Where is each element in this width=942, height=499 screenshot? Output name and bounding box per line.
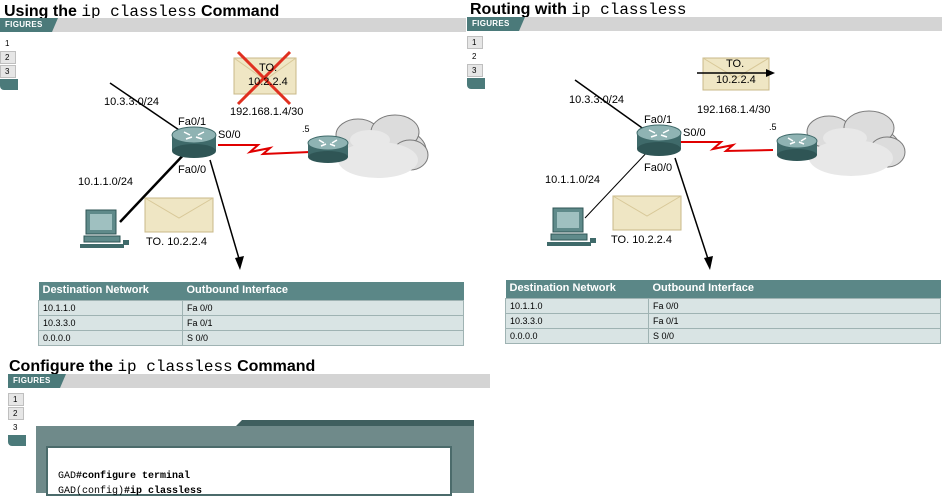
routing-table-header: Destination Network Outbound Interface (38, 282, 464, 300)
packet-path-arrow (674, 157, 710, 263)
figure-number-tabs: 1 2 3 (0, 37, 18, 90)
figure-tabs-end (8, 435, 26, 446)
arrow-head-icon (235, 256, 244, 270)
fa0-network-label: 10.1.1.0/24 (78, 176, 134, 188)
packet-envelope-bottom (612, 195, 682, 231)
routing-table: Destination Network Outbound Interface 1… (505, 280, 941, 344)
figure-tab-3[interactable]: 3 (8, 421, 24, 434)
envelope-top-to: TO. (259, 62, 278, 74)
envelope-top-address: 10.2.2.4 (248, 76, 288, 88)
fa1-network-label: 10.3.3.0/24 (569, 94, 625, 106)
figures-bar: FIGURES (467, 17, 942, 31)
packet-envelope-top (702, 57, 770, 91)
fa0-port-label: Fa0/0 (644, 162, 673, 174)
discard-cross-icon (236, 50, 292, 106)
panel-title: Configure the ip classless Command (9, 358, 316, 376)
figure-tab-2[interactable]: 2 (467, 50, 483, 63)
figure-tab-1[interactable]: 1 (8, 393, 24, 406)
internet-cloud-icon (803, 110, 906, 176)
router-isp-icon (776, 133, 818, 161)
figure-tabs-end (0, 79, 18, 90)
figures-bar: FIGURES (8, 374, 490, 388)
routing-table: Destination Network Outbound Interface 1… (38, 282, 464, 346)
figure-tab-1[interactable]: 1 (0, 37, 16, 50)
cli-line-1: GAD#configure terminal (58, 471, 191, 482)
figures-tab: FIGURES (467, 17, 525, 31)
pc-workstation-icon (547, 207, 596, 246)
figure-number-tabs: 1 2 3 (467, 36, 485, 89)
envelope-bottom-label: TO. 10.2.2.4 (146, 236, 207, 248)
figure-number-tabs: 1 2 3 (8, 393, 26, 446)
figure-tabs-end (467, 78, 485, 89)
serial-network-label: 192.168.1.4/30 (230, 106, 304, 118)
packet-path-arrow (209, 159, 241, 263)
panel-configure-ip-classless: Configure the ip classless Command FIGUR… (0, 356, 492, 497)
network-diagram (547, 57, 906, 270)
figure-tab-2[interactable]: 2 (0, 51, 16, 64)
dot5-label: .5 (302, 124, 310, 134)
cli-line-2: GAD(config)#ip classless (58, 486, 203, 497)
panel-title: Using the ip classless Command (4, 3, 280, 21)
router-gad-icon (171, 126, 217, 158)
s0-port-label: S0/0 (683, 127, 706, 139)
panel-using-ip-classless: Using the ip classless Command FIGURES 1… (0, 0, 470, 360)
envelope-bottom-label: TO. 10.2.2.4 (611, 234, 672, 246)
figures-tab: FIGURES (0, 18, 58, 32)
panel-routing-with-ip-classless: Routing with ip classless FIGURES 1 2 3 (467, 0, 942, 360)
fa0-network-label: 10.1.1.0/24 (545, 174, 601, 186)
s0-port-label: S0/0 (218, 129, 241, 141)
figures-tab: FIGURES (8, 374, 66, 388)
figure-tab-3[interactable]: 3 (467, 64, 483, 77)
serial-network-label: 192.168.1.4/30 (697, 104, 771, 116)
envelope-top-to: TO. (726, 58, 745, 70)
figure-tab-2[interactable]: 2 (8, 407, 24, 420)
figure-tab-3[interactable]: 3 (0, 65, 16, 78)
network-diagram (80, 50, 429, 270)
arrow-head-icon (704, 256, 713, 270)
fa0-port-label: Fa0/0 (178, 164, 207, 176)
serial-link (218, 144, 311, 156)
routing-table-header: Destination Network Outbound Interface (505, 280, 941, 298)
fa1-link-line (574, 79, 646, 131)
col-destination-network: Destination Network (38, 282, 183, 300)
panel-title: Routing with ip classless (470, 1, 687, 19)
serial-link (681, 141, 774, 153)
cli-terminal: GAD#configure terminal GAD(config)#ip cl… (46, 446, 452, 497)
fa0-link-line (119, 149, 189, 223)
packet-envelope-bottom (144, 197, 214, 233)
fa1-port-label: Fa0/1 (178, 116, 207, 128)
col-destination-network: Destination Network (505, 280, 649, 298)
col-outbound-interface: Outbound Interface (648, 280, 941, 298)
col-outbound-interface: Outbound Interface (182, 282, 464, 300)
figure-tab-1[interactable]: 1 (467, 36, 483, 49)
figures-bar: FIGURES (0, 18, 466, 32)
fa0-link-line (584, 147, 652, 219)
router-gad-icon (636, 124, 682, 156)
fa1-network-label: 10.3.3.0/24 (104, 96, 160, 108)
forward-arrow-icon (697, 69, 775, 77)
router-isp-icon (307, 135, 349, 163)
pc-workstation-icon (80, 209, 129, 248)
fa1-link-line (109, 82, 183, 133)
fa1-port-label: Fa0/1 (644, 114, 673, 126)
internet-cloud-icon (333, 114, 429, 178)
dot5-label: .5 (769, 122, 777, 132)
envelope-top-address: 10.2.2.4 (716, 74, 756, 86)
